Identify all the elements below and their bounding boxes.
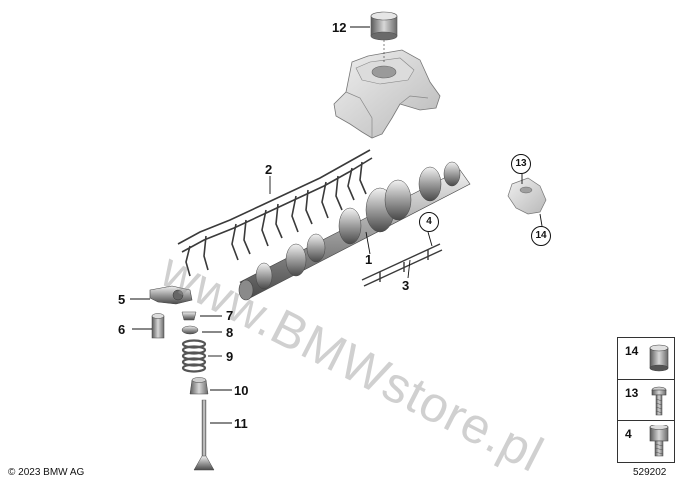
- callout-6[interactable]: 6: [118, 322, 126, 337]
- callout-1[interactable]: 1: [365, 252, 373, 267]
- camshaft-bearing-bracket: [333, 49, 441, 139]
- parts-legend: 14 13 4: [617, 337, 675, 463]
- bearing-cap: [507, 177, 547, 215]
- valve-spring: [181, 339, 207, 373]
- hydraulic-lash-adjuster: [151, 313, 165, 339]
- callout-9[interactable]: 9: [226, 349, 234, 364]
- valve-stem-seal: [189, 377, 209, 395]
- camshaft: [238, 161, 471, 301]
- legend-row-14[interactable]: 14: [618, 338, 674, 379]
- rocker-arm: [149, 285, 193, 305]
- callout-11[interactable]: 11: [234, 416, 248, 431]
- rocker-arm-rail: [177, 149, 373, 277]
- callout-13[interactable]: 13: [511, 154, 531, 174]
- bolt-icon: [651, 386, 667, 416]
- callout-12[interactable]: 12: [332, 20, 347, 35]
- legend-number: 4: [625, 427, 632, 441]
- valve-keeper: [181, 311, 197, 321]
- legend-number: 13: [625, 386, 639, 400]
- spring-retainer: [181, 325, 199, 335]
- drawing-number: 529202: [633, 467, 667, 478]
- socket-screw-icon: [649, 425, 669, 457]
- callout-2[interactable]: 2: [265, 162, 273, 177]
- legend-row-4[interactable]: 4: [618, 420, 674, 462]
- callout-3[interactable]: 3: [402, 278, 410, 293]
- callout-8[interactable]: 8: [226, 325, 234, 340]
- callout-10[interactable]: 10: [234, 383, 249, 398]
- legend-number: 14: [625, 344, 639, 358]
- callout-5[interactable]: 5: [118, 292, 126, 307]
- valve: [193, 399, 215, 471]
- callout-4[interactable]: 4: [419, 212, 439, 232]
- leader-lines: [130, 26, 543, 424]
- copyright: © 2023 BMW AG: [8, 467, 85, 478]
- sleeve-part: [370, 11, 398, 62]
- legend-row-13[interactable]: 13: [618, 379, 674, 421]
- sleeve-icon: [649, 344, 669, 372]
- holder-rail: [361, 243, 443, 287]
- callout-7[interactable]: 7: [226, 308, 234, 323]
- callout-14[interactable]: 14: [531, 226, 551, 246]
